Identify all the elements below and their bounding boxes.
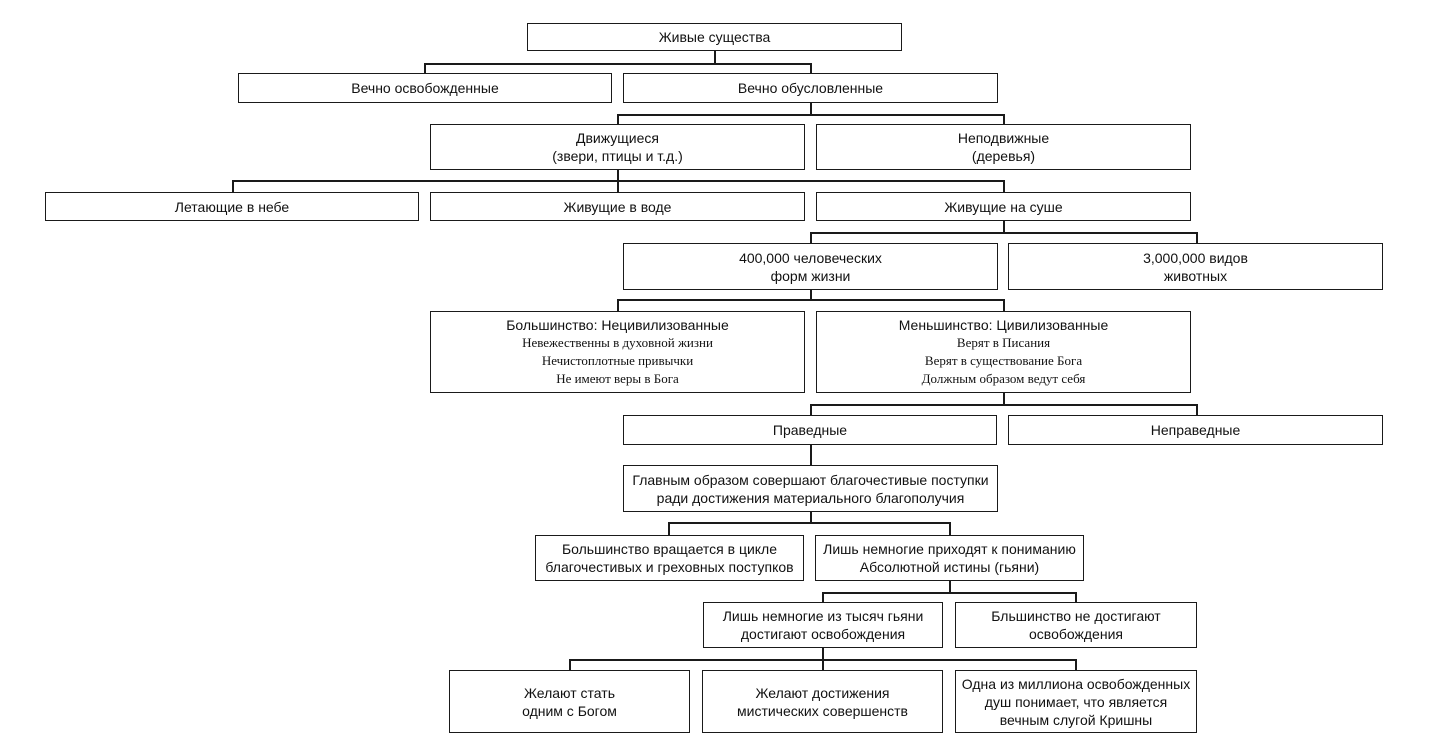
node-righteous: Праведные — [623, 415, 997, 445]
connector-line — [617, 299, 1004, 301]
node-moving: Движущиеся (звери, птицы и т.д.) — [430, 124, 805, 170]
connector-line — [822, 592, 1076, 594]
node-unrighteous: Неправедные — [1008, 415, 1383, 445]
connector-line — [949, 580, 951, 593]
connector-line — [949, 522, 951, 536]
connector-line — [1003, 180, 1005, 193]
connector-line — [1075, 592, 1077, 603]
connector-line — [617, 114, 1004, 116]
node-pious-deeds: Главным образом совершают благочестивые … — [623, 465, 998, 512]
node-oneness: Желают стать одним с Богом — [449, 670, 690, 733]
node-karma-cycle: Большинство вращается в цикле благочести… — [535, 535, 804, 581]
connector-line — [424, 63, 426, 74]
node-flying: Летающие в небе — [45, 192, 419, 221]
connector-line — [617, 114, 619, 125]
node-eternally-liberated: Вечно освобожденные — [238, 73, 612, 103]
connector-line — [810, 289, 812, 300]
connector-line — [822, 659, 824, 671]
node-animal-species: 3,000,000 видов животных — [1008, 243, 1383, 290]
connector-line — [810, 511, 812, 523]
connector-line — [617, 169, 619, 181]
connector-line — [810, 63, 812, 74]
node-civilized: Меньшинство: Цивилизованные Верят в Писа… — [816, 311, 1191, 393]
connector-line — [668, 522, 670, 536]
connector-line — [1196, 232, 1198, 244]
node-land: Живущие на суше — [816, 192, 1191, 221]
node-human-forms: 400,000 человеческих форм жизни — [623, 243, 998, 290]
node-living-beings: Живые существа — [527, 23, 902, 51]
node-krishna-servant: Одна из миллиона освобожденных душ поним… — [955, 670, 1197, 733]
connector-line — [617, 299, 619, 312]
connector-line — [810, 444, 812, 466]
connector-line — [810, 404, 812, 416]
node-mystic: Желают достижения мистических совершенст… — [702, 670, 943, 733]
connector-line — [1003, 299, 1005, 312]
connector-line — [810, 232, 1197, 234]
connector-line — [810, 232, 812, 244]
connector-line — [822, 647, 824, 660]
connector-line — [424, 63, 811, 65]
node-static: Неподвижные (деревья) — [816, 124, 1191, 170]
connector-line — [822, 592, 824, 603]
node-most-not-liberated: Бльшинство не достигают освобождения — [955, 602, 1197, 648]
connector-line — [714, 50, 716, 64]
node-few-jnani: Лишь немногие приходят к пониманию Абсол… — [815, 535, 1084, 581]
connector-line — [569, 659, 571, 671]
connector-line — [810, 102, 812, 115]
connector-line — [1003, 392, 1005, 405]
connector-line — [232, 180, 234, 193]
connector-line — [1075, 659, 1077, 671]
connector-line — [1003, 114, 1005, 125]
node-eternally-conditioned: Вечно обусловленные — [623, 73, 998, 103]
connector-line — [668, 522, 950, 524]
connector-line — [1003, 220, 1005, 233]
node-uncivilized: Большинство: Нецивилизованные Невежестве… — [430, 311, 805, 393]
connector-line — [1196, 404, 1198, 416]
node-few-liberated: Лишь немногие из тысяч гьяни достигают о… — [703, 602, 943, 648]
node-water: Живущие в воде — [430, 192, 805, 221]
connector-line — [617, 180, 619, 193]
connector-line — [810, 404, 1197, 406]
